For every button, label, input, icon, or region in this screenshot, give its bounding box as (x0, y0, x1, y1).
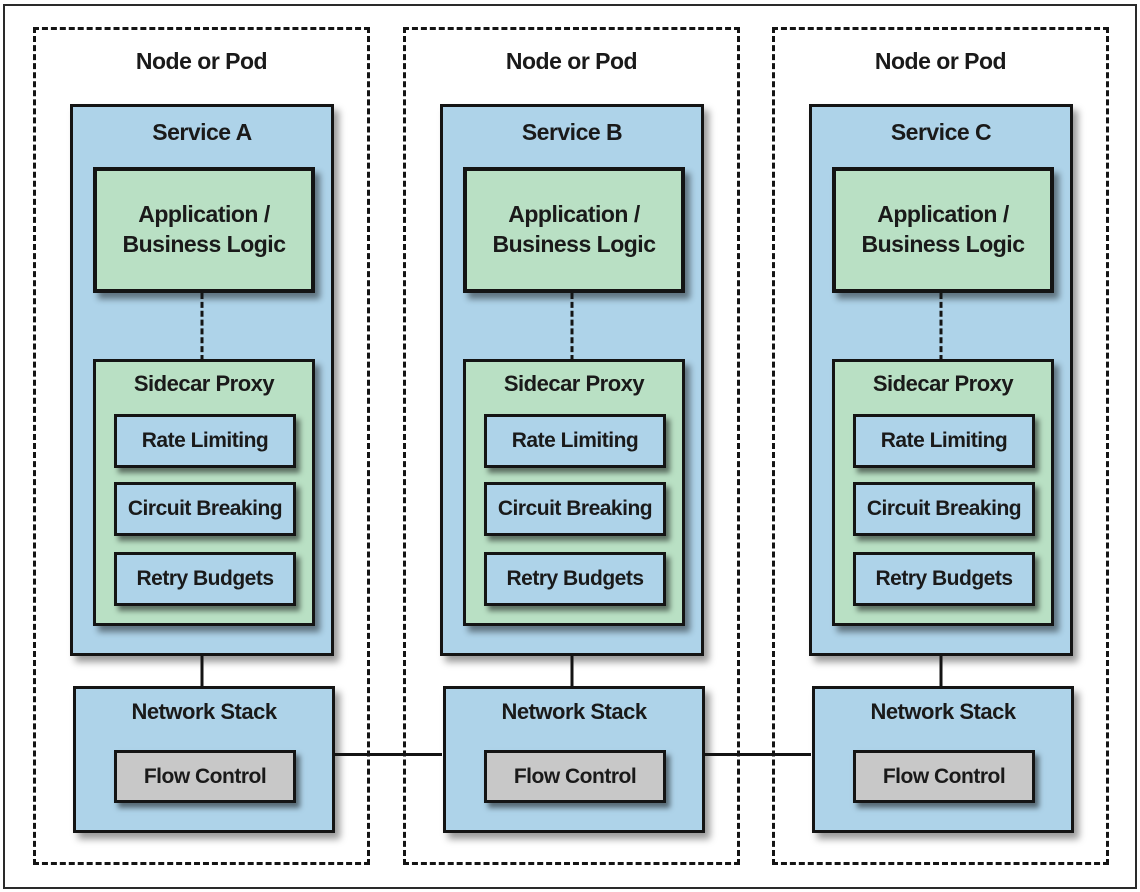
network-stack-label: Network Stack (131, 699, 277, 724)
node-label: Node or Pod (135, 48, 268, 74)
sidecar-proxy-label: Sidecar Proxy (133, 371, 275, 396)
service-title: Service C (890, 119, 992, 145)
service-c-box: Service C Application / Business Logic S… (809, 104, 1073, 656)
retry-budgets-box: Retry Budgets (114, 552, 296, 606)
sidecar-proxy-box: Sidecar Proxy Rate Limiting Circuit Brea… (463, 359, 685, 626)
rate-limiting-box: Rate Limiting (484, 414, 666, 468)
network-stack-box: Network Stack Flow Control (443, 686, 705, 833)
app-to-sidecar-dashed-connector (200, 293, 204, 361)
sidecar-proxy-label: Sidecar Proxy (872, 371, 1014, 396)
node-label: Node or Pod (505, 48, 638, 74)
circuit-breaking-box: Circuit Breaking (114, 482, 296, 536)
sidecar-proxy-box: Sidecar Proxy Rate Limiting Circuit Brea… (832, 359, 1054, 626)
app-to-sidecar-dashed-connector (570, 293, 574, 361)
network-stack-box: Network Stack Flow Control (812, 686, 1074, 833)
service-title: Service B (521, 119, 623, 145)
service-to-network-connector (939, 656, 942, 686)
retry-budgets-box: Retry Budgets (484, 552, 666, 606)
retry-budgets-box: Retry Budgets (853, 552, 1035, 606)
app-label-line1: Application / (508, 201, 640, 228)
circuit-breaking-box: Circuit Breaking (853, 482, 1035, 536)
flow-control-box: Flow Control (484, 750, 666, 803)
service-b-box: Service B Application / Business Logic S… (440, 104, 704, 656)
service-title: Service A (152, 119, 252, 145)
app-label-line1: Application / (877, 201, 1009, 228)
service-to-network-connector (570, 656, 573, 686)
application-business-logic-box: Application / Business Logic (832, 167, 1054, 293)
flow-control-box: Flow Control (114, 750, 296, 803)
app-label-line2: Business Logic (122, 231, 286, 257)
node-label: Node or Pod (874, 48, 1007, 74)
network-stack-label: Network Stack (870, 699, 1016, 724)
node-or-pod-box-3: Node or Pod Service C Application / Busi… (772, 27, 1109, 865)
network-stack-box: Network Stack Flow Control (73, 686, 335, 833)
flow-control-box: Flow Control (853, 750, 1035, 803)
app-label-line1: Application / (138, 201, 270, 228)
network-link-b-c (704, 753, 811, 756)
app-label-line2: Business Logic (861, 231, 1025, 257)
application-business-logic-box: Application / Business Logic (463, 167, 685, 293)
app-to-sidecar-dashed-connector (939, 293, 943, 361)
node-or-pod-box-1: Node or Pod Service A Application / Busi… (33, 27, 370, 865)
circuit-breaking-box: Circuit Breaking (484, 482, 666, 536)
application-business-logic-box: Application / Business Logic (93, 167, 315, 293)
sidecar-proxy-label: Sidecar Proxy (503, 371, 645, 396)
rate-limiting-box: Rate Limiting (853, 414, 1035, 468)
service-to-network-connector (200, 656, 203, 686)
app-label-line2: Business Logic (492, 231, 656, 257)
network-stack-label: Network Stack (501, 699, 647, 724)
network-link-a-b (334, 753, 442, 756)
sidecar-proxy-box: Sidecar Proxy Rate Limiting Circuit Brea… (93, 359, 315, 626)
service-a-box: Service A Application / Business Logic S… (70, 104, 334, 656)
rate-limiting-box: Rate Limiting (114, 414, 296, 468)
node-or-pod-box-2: Node or Pod Service B Application / Busi… (403, 27, 740, 865)
